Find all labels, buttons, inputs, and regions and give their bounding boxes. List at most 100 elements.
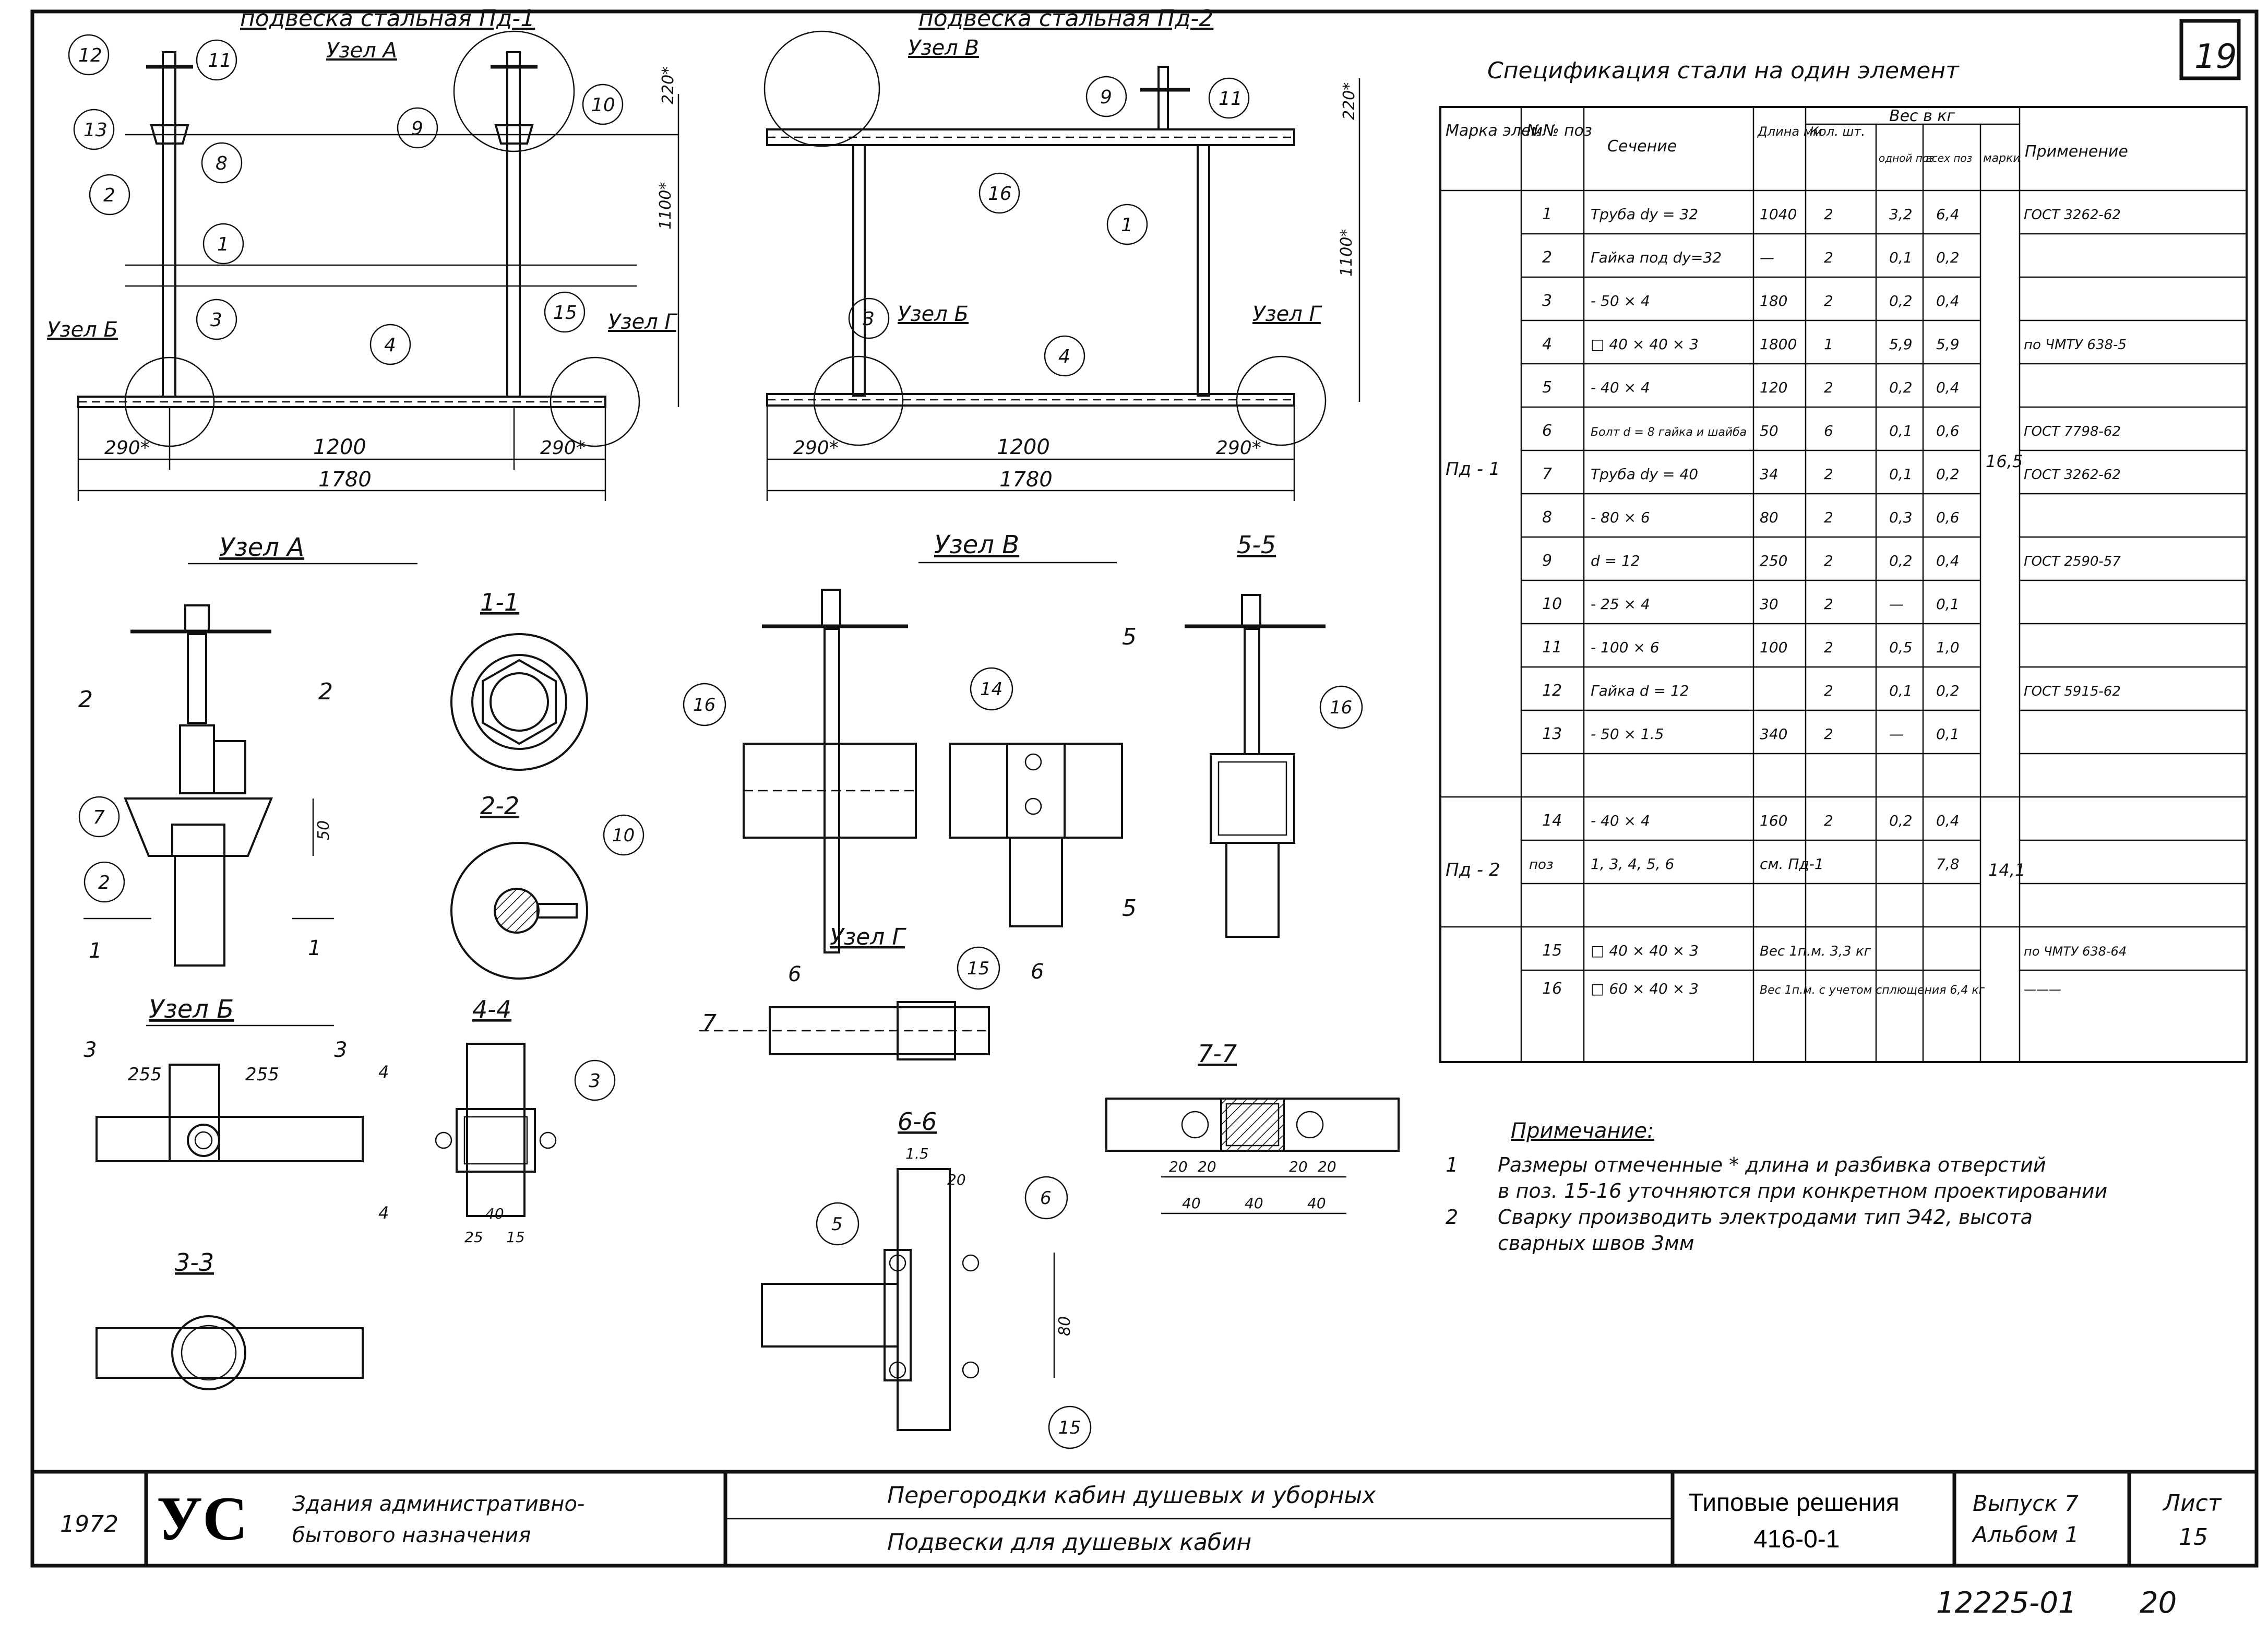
title-uzel-v: Узел В bbox=[934, 530, 1019, 559]
dim-7-7-20d: 20 bbox=[1318, 1158, 1336, 1175]
callout-8: 8 bbox=[216, 153, 228, 174]
tb-subject-2: Подвески для душевых кабин bbox=[887, 1529, 1251, 1556]
spec-row14-length: 160 bbox=[1760, 812, 1787, 829]
title-7-7: 7-7 bbox=[1198, 1040, 1237, 1068]
label-uzel-b2-top: Узел Б bbox=[898, 302, 969, 326]
spec-row-one-weight: 0,1 bbox=[1889, 682, 1913, 699]
spec-row14-section: - 40 × 4 bbox=[1591, 812, 1650, 829]
callout2-16: 16 bbox=[988, 183, 1012, 205]
spec-row-section: - 50 × 1.5 bbox=[1591, 725, 1664, 743]
callout2-4: 4 bbox=[1058, 346, 1070, 367]
callout-1: 1 bbox=[217, 234, 229, 255]
callout-3: 3 bbox=[210, 309, 222, 331]
spec-row-one-weight: 0,2 bbox=[1889, 552, 1913, 569]
spec-row-qty: 2 bbox=[1824, 379, 1833, 396]
spec-row-pos: 11 bbox=[1542, 638, 1562, 657]
spec-row-pos: 12 bbox=[1542, 682, 1562, 700]
note-1-a: Размеры отмеченные * длина и разбивка от… bbox=[1498, 1153, 2046, 1176]
cut-3-left: 3 bbox=[83, 1038, 97, 1062]
callout-4-4-3: 3 bbox=[589, 1070, 601, 1092]
bottom-page: 20 bbox=[2140, 1586, 2177, 1620]
node-v-circle bbox=[763, 30, 880, 147]
detail-uzel-a: Узел А 2 2 1 1 50 7 2 bbox=[78, 533, 417, 967]
spec-row-pos: 7 bbox=[1542, 465, 1552, 483]
hdr-marki: марки bbox=[1983, 152, 2021, 165]
title-block: 1972 УС Здания административно- бытового… bbox=[32, 1470, 2257, 1566]
callout-g-15: 15 bbox=[967, 958, 989, 979]
spec-row-standard: ГОСТ 5915-62 bbox=[2024, 684, 2121, 699]
cut-4-a: 4 bbox=[378, 1062, 389, 1082]
tb-building-1: Здания административно- bbox=[292, 1492, 584, 1516]
section-3-3: 3-3 bbox=[96, 1248, 364, 1390]
tb-issue-2: Альбом 1 bbox=[1971, 1522, 2079, 1547]
dim2-220: 220* bbox=[1340, 82, 1358, 120]
title-uzel-a: Узел А bbox=[219, 533, 304, 562]
spec-row-length: 30 bbox=[1760, 595, 1778, 613]
spec-row15-note: Вес 1п.м. 3,3 кг bbox=[1760, 944, 1871, 959]
group2-total: 14,1 bbox=[1988, 860, 2025, 880]
spec-row15-pos: 15 bbox=[1542, 941, 1562, 960]
spec-row-all-weight: 0,6 bbox=[1936, 509, 1960, 526]
callout2-3: 3 bbox=[863, 308, 875, 330]
node-a-circle bbox=[453, 30, 575, 152]
spec-rowsee-see: см. Пд-1 bbox=[1760, 855, 1824, 873]
spec-row-qty: 2 bbox=[1824, 725, 1833, 743]
spec-row-all-weight: 0,1 bbox=[1936, 725, 1960, 743]
label-uzel-g2-top: Узел Г bbox=[1252, 302, 1322, 326]
cut-6-right: 6 bbox=[1031, 960, 1044, 984]
tb-series-1: Типовые решения bbox=[1688, 1489, 1900, 1517]
pd1-elevation: подвеска стальная Пд-1 290* 1200 290* 17… bbox=[47, 5, 679, 501]
dim-6-6-80: 80 bbox=[1056, 1316, 1074, 1336]
spec-title: Спецификация стали на один элемент bbox=[1487, 57, 1960, 84]
dim-1100: 1100* bbox=[656, 182, 675, 230]
label-uzel-a-top: Узел А bbox=[326, 39, 397, 63]
callout-4: 4 bbox=[384, 335, 396, 356]
spec-row-pos: 9 bbox=[1542, 552, 1552, 570]
spec-row-one-weight: 0,1 bbox=[1889, 249, 1913, 266]
spec-row14-pos: 14 bbox=[1542, 812, 1562, 830]
spec-row-qty: 2 bbox=[1824, 682, 1833, 699]
dim-4-4-15: 15 bbox=[506, 1229, 525, 1246]
section-5-5: 5-5 16 bbox=[1185, 531, 1363, 938]
dim2-290-right: 290* bbox=[1216, 437, 1261, 459]
spec-row-pos: 4 bbox=[1542, 335, 1552, 353]
dim-7-7-40b: 40 bbox=[1245, 1195, 1263, 1212]
spec-row16-note: Вес 1п.м. с учетом сплющения 6,4 кг bbox=[1760, 984, 1985, 997]
dim-7-7-20a: 20 bbox=[1169, 1158, 1188, 1175]
cut-5-bottom: 5 bbox=[1122, 895, 1137, 922]
spec-row-one-weight: 0,1 bbox=[1889, 466, 1913, 483]
note-2-num: 2 bbox=[1446, 1206, 1458, 1229]
section-1-1: 1-1 bbox=[450, 588, 588, 771]
spec-row-section: □ 40 × 40 × 3 bbox=[1591, 336, 1699, 353]
spec-row-qty: 1 bbox=[1824, 336, 1833, 353]
spec-row-pos: 10 bbox=[1542, 595, 1562, 613]
dim-7-7-40c: 40 bbox=[1307, 1195, 1326, 1212]
spec-row-section: - 80 × 6 bbox=[1591, 509, 1650, 526]
notes-title: Примечание: bbox=[1511, 1119, 1654, 1143]
spec-row-section: d = 12 bbox=[1591, 552, 1640, 569]
group1-mark: Пд - 1 bbox=[1446, 459, 1500, 480]
spec-row-section: Гайка d = 12 bbox=[1591, 682, 1689, 699]
tb-year: 1972 bbox=[60, 1511, 118, 1537]
spec-row-all-weight: 0,2 bbox=[1936, 249, 1960, 266]
cut-5-top: 5 bbox=[1122, 624, 1137, 650]
node-g-circle bbox=[550, 356, 640, 447]
callout-v-16: 16 bbox=[693, 695, 715, 716]
spec-row-standard: ГОСТ 3262-62 bbox=[2024, 467, 2121, 483]
spec-row-section: - 50 × 4 bbox=[1591, 292, 1650, 309]
note-2-a: Сварку производить электродами тип Э42, … bbox=[1498, 1206, 2033, 1229]
section-2-2: 2-2 10 bbox=[450, 792, 644, 980]
tb-subject-1: Перегородки кабин душевых и уборных bbox=[887, 1482, 1376, 1509]
spec-row-all-weight: 0,4 bbox=[1936, 552, 1960, 569]
spec-row-one-weight: 0,5 bbox=[1889, 639, 1913, 656]
dim-50-a: 50 bbox=[315, 820, 333, 840]
title-4-4: 4-4 bbox=[472, 995, 511, 1023]
spec-row-pos: 6 bbox=[1542, 422, 1552, 440]
spec-row-qty: 2 bbox=[1824, 466, 1833, 483]
tb-logo: УС bbox=[157, 1484, 248, 1553]
spec-rowsee-all: 7,8 bbox=[1936, 855, 1960, 873]
hdr-marka: Марка элем bbox=[1446, 122, 1543, 140]
dim-7-7-20b: 20 bbox=[1198, 1158, 1216, 1175]
callout-6-6-5: 5 bbox=[831, 1214, 843, 1235]
